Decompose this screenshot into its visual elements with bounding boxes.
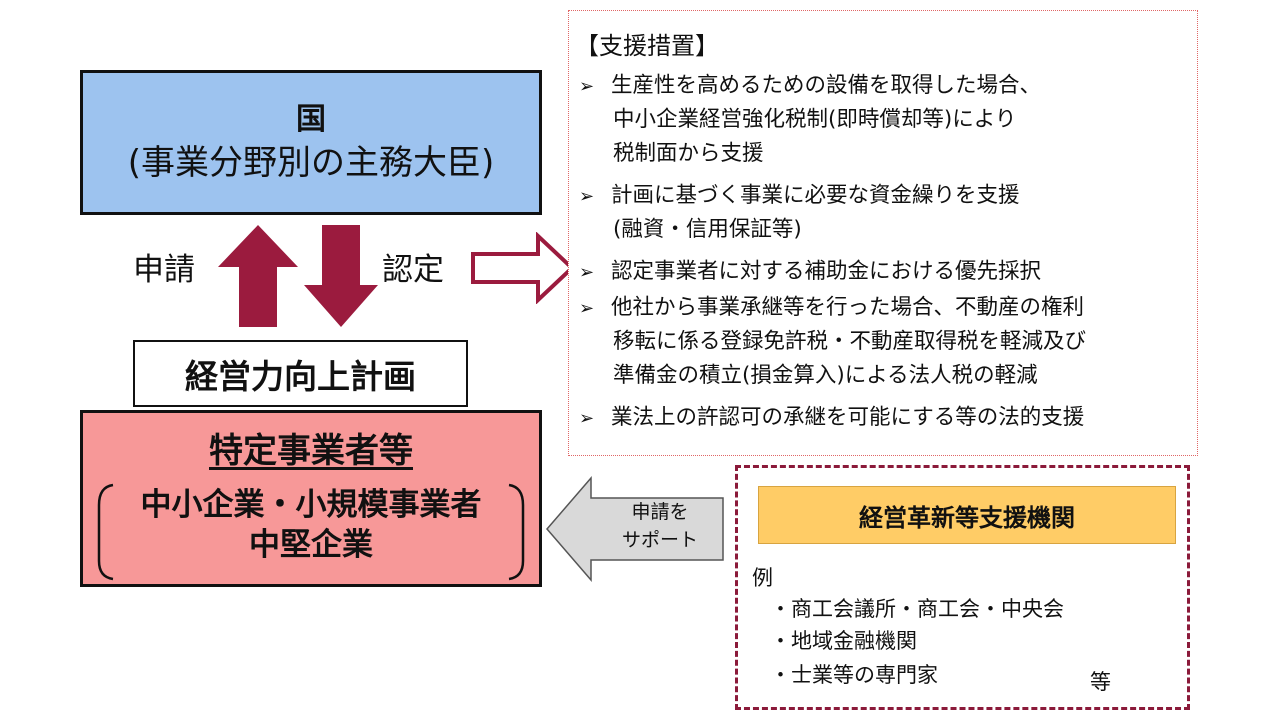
business-line1: 中小企業・小規模事業者 [140, 487, 482, 523]
bullet-arrow-icon: ➢ [579, 186, 595, 207]
bullet-arrow-icon: ➢ [579, 76, 595, 97]
bullet-arrow-icon: ➢ [579, 298, 595, 319]
support-measures-box: 【支援措置】 ➢ 生産性を高めるための設備を取得した場合、 中小企業経営強化税制(… [568, 10, 1198, 456]
support-org-example-label: 例 [752, 566, 773, 590]
business-line2: 中堅企業 [249, 527, 373, 563]
support-item: ➢ 業法上の許認可の承継を可能にする等の法的支援 [579, 401, 1084, 436]
support-org-box: 経営革新等支援機関 例 ・商工会議所・商工会・中央会 ・地域金融機関 ・士業等の… [735, 465, 1190, 710]
bullet-arrow-icon: ➢ [579, 262, 595, 283]
support-item: ➢ 生産性を高めるための設備を取得した場合、 [579, 69, 1041, 104]
support-org-title: 経営革新等支援機関 [758, 486, 1176, 544]
support-item-line: 計画に基づく事業に必要な資金繰りを支援 [611, 183, 1020, 208]
support-arrow-line1: 申請を [631, 501, 689, 523]
support-item-line: 中小企業経営強化税制(即時償却等)により [613, 107, 1017, 132]
certify-label: 認定 [382, 252, 444, 288]
support-item: ➢ 他社から事業承継等を行った場合、不動産の権利 [579, 291, 1084, 326]
bullet-arrow-icon: ➢ [579, 408, 595, 429]
country-box: 国 (事業分野別の主務大臣) [80, 70, 542, 215]
support-org-item: ・商工会議所・商工会・中央会 [770, 597, 1064, 621]
plan-label: 経営力向上計画 [133, 340, 468, 407]
support-arrow-line2: サポート [621, 529, 698, 551]
support-item-line: 生産性を高めるための設備を取得した場合、 [611, 73, 1042, 98]
down-arrow-icon [304, 225, 378, 327]
support-item-line: 業法上の許認可の承継を可能にする等の法的支援 [611, 405, 1085, 430]
support-item-line: 税制面から支援 [613, 141, 764, 166]
business-box: 特定事業者等 中小企業・小規模事業者 中堅企業 [80, 410, 542, 587]
support-heading: 【支援措置】 [575, 32, 719, 60]
country-title: 国 [296, 101, 326, 137]
support-item: ➢ 認定事業者に対する補助金における優先採択 [579, 255, 1041, 290]
support-item-line: 他社から事業承継等を行った場合、不動産の権利 [611, 295, 1085, 320]
support-org-item: ・地域金融機関 [770, 629, 917, 653]
support-item-line: (融資・信用保証等) [613, 217, 802, 242]
support-item-line: 移転に係る登録免許税・不動産取得税を軽減及び [613, 329, 1087, 354]
support-item-line: 準備金の積立(損金算入)による法人税の軽減 [613, 363, 1038, 388]
right-outline-arrow-icon [471, 232, 575, 304]
support-org-item: ・士業等の専門家 [770, 663, 938, 687]
bracket-lines [97, 483, 525, 581]
country-subtitle: (事業分野別の主務大臣) [127, 142, 495, 183]
support-arrow-label: 申請を サポート [598, 498, 722, 554]
apply-label: 申請 [133, 252, 195, 288]
up-arrow-icon [218, 225, 298, 327]
support-org-etc: 等 [1090, 670, 1111, 694]
business-title: 特定事業者等 [209, 431, 413, 471]
support-arrow-icon [546, 476, 724, 582]
support-item: ➢ 計画に基づく事業に必要な資金繰りを支援 [579, 179, 1020, 214]
support-item-line: 認定事業者に対する補助金における優先採択 [611, 259, 1042, 284]
